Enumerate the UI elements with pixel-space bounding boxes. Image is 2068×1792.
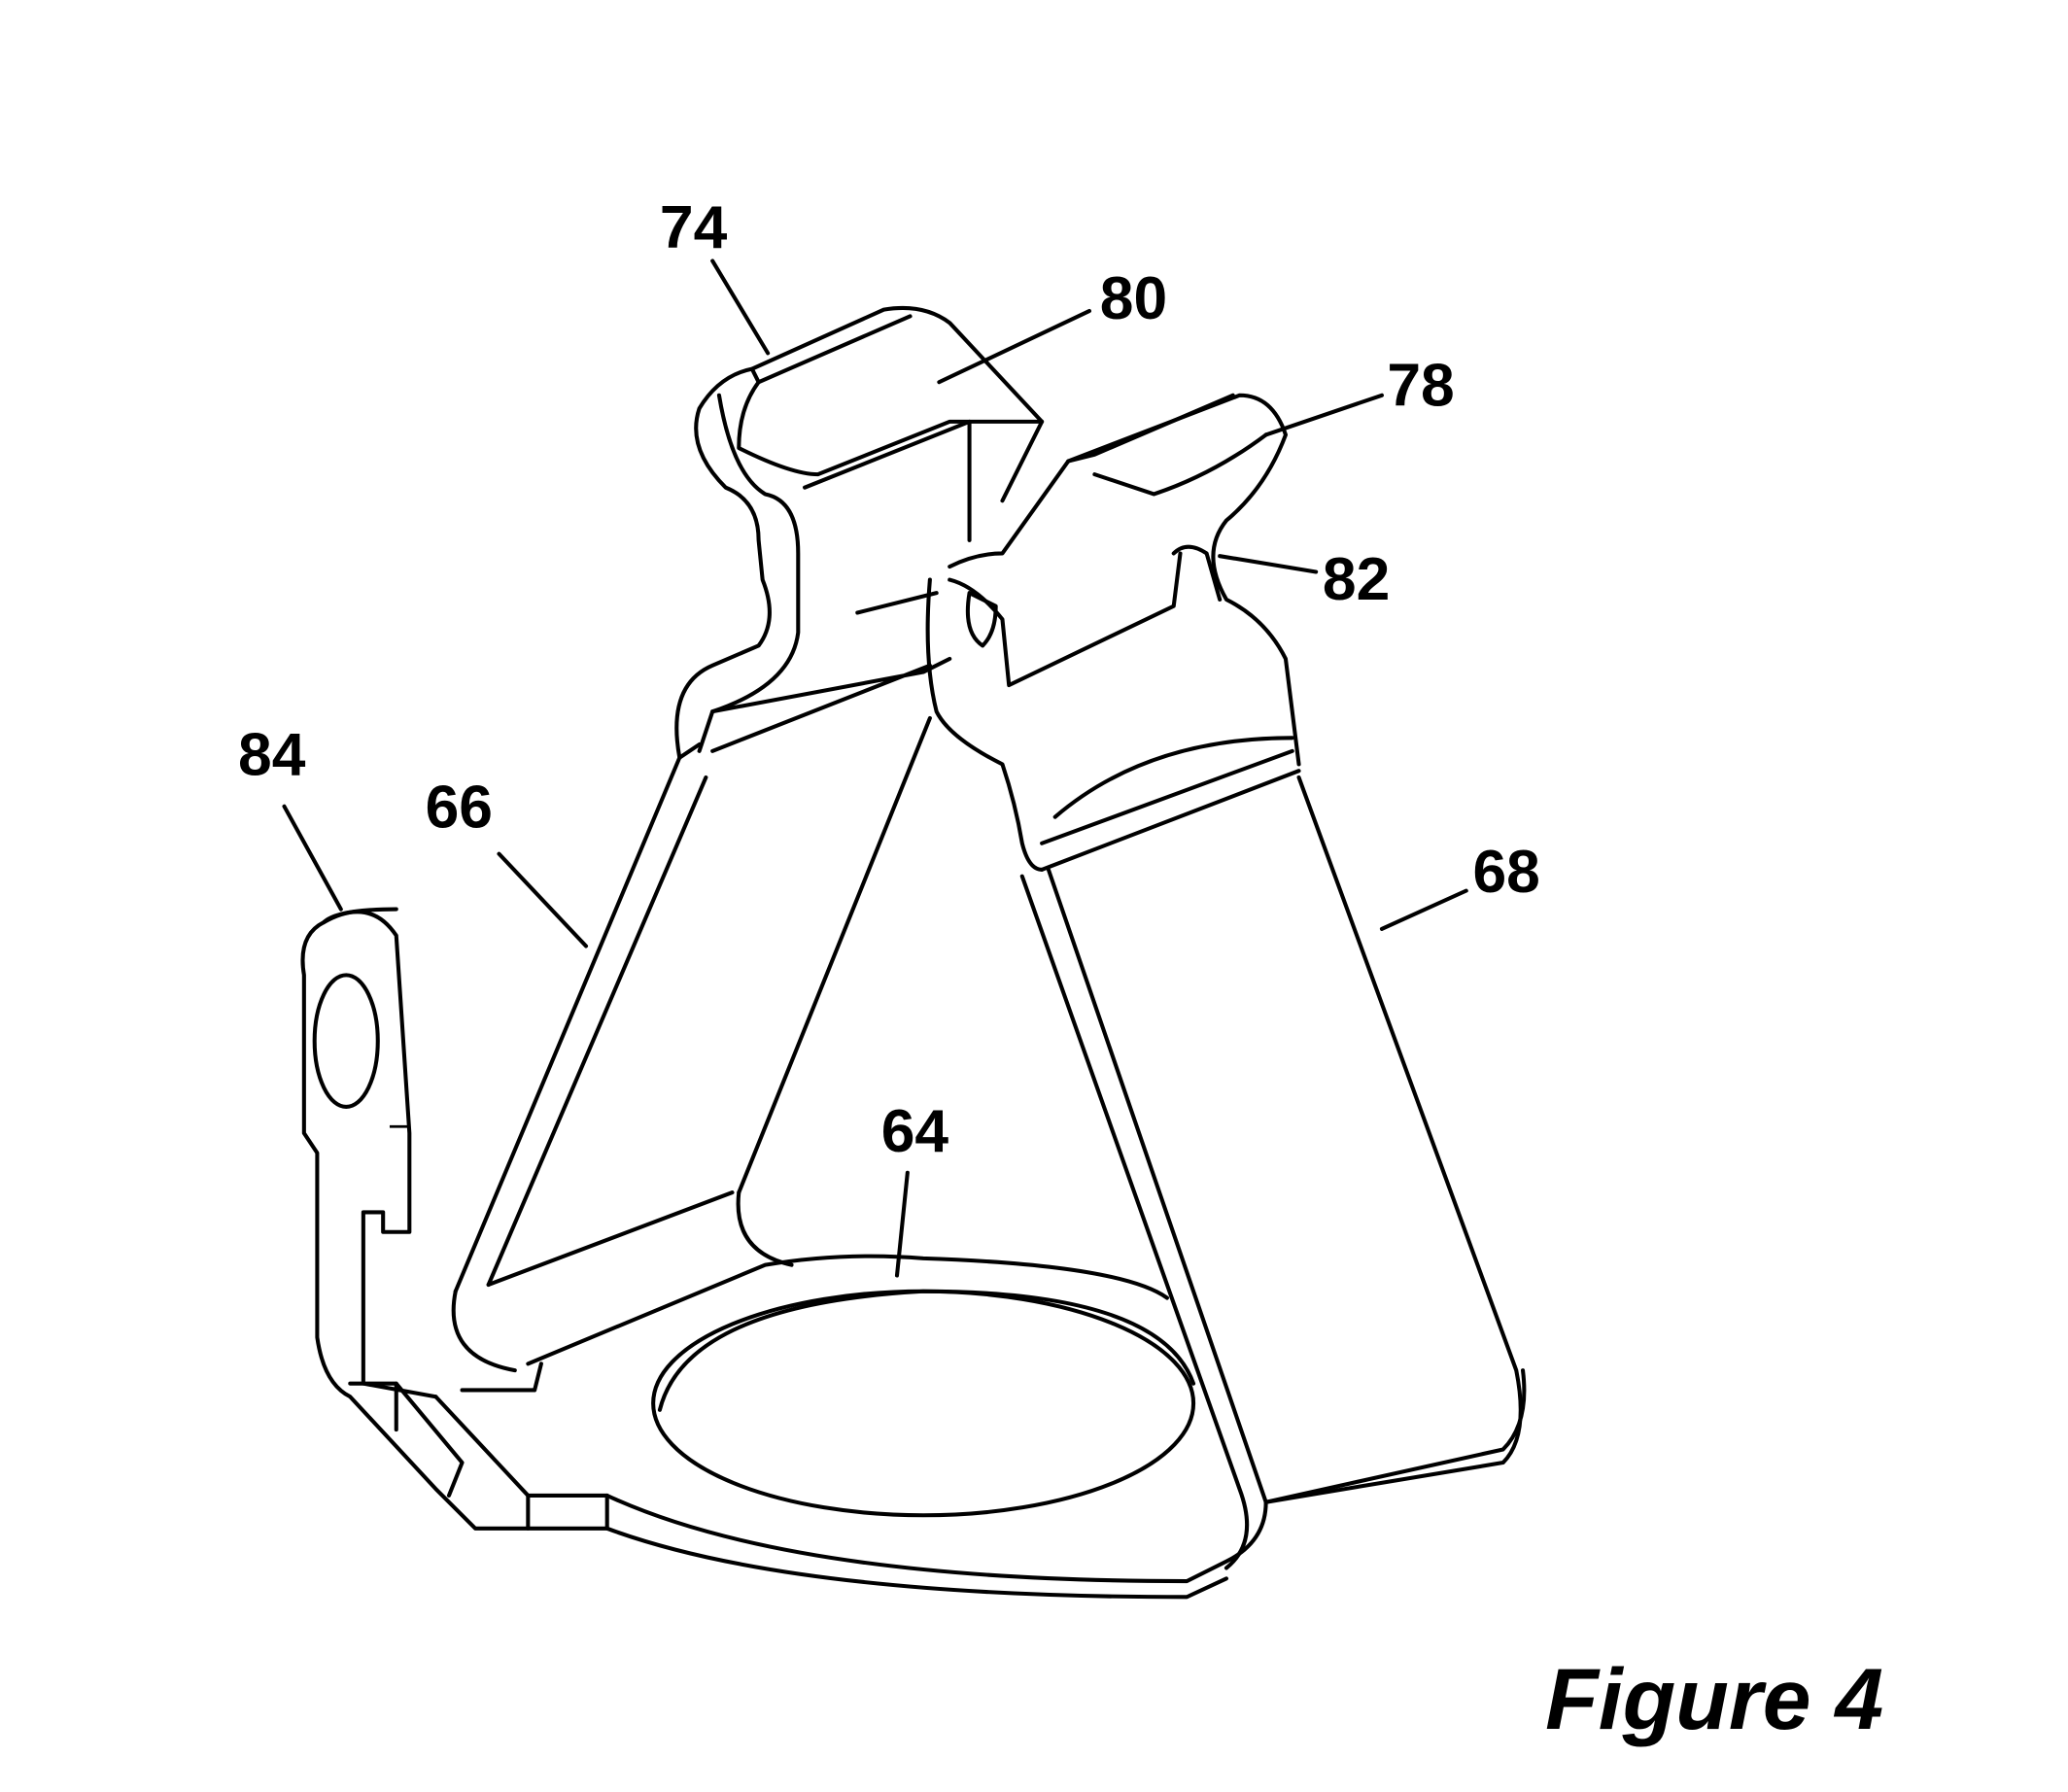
label-78: 78	[1387, 353, 1454, 420]
label-82: 82	[1323, 546, 1390, 613]
label-74: 74	[660, 194, 728, 261]
base-plate-64	[433, 1254, 1527, 1600]
label-66: 66	[426, 774, 493, 841]
reference-labels: 74 80 78 82 84 66 68 64 Figure 4	[238, 194, 1883, 1747]
label-84: 84	[238, 721, 306, 788]
upper-clips	[674, 305, 1301, 872]
label-80: 80	[1100, 265, 1167, 332]
tab-84	[300, 907, 531, 1531]
label-68: 68	[1473, 839, 1540, 906]
leader-lines	[282, 258, 1468, 1278]
figure-caption: Figure 4	[1545, 1650, 1883, 1747]
leg-66	[451, 715, 932, 1373]
label-64: 64	[881, 1098, 949, 1165]
leg-68	[1019, 748, 1523, 1570]
